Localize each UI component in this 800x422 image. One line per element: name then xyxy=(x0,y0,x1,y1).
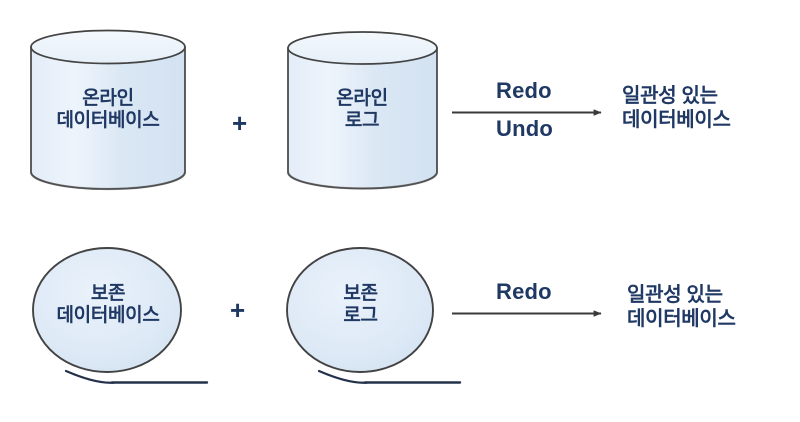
online-row-plus-operator: + xyxy=(232,108,248,138)
online-database-label: 온라인 데이터베이스 xyxy=(30,88,186,133)
archive-database-label-line1: 보존 xyxy=(90,283,126,304)
archive-log-label-line1: 보존 xyxy=(343,283,378,304)
archive-result-label: 일관성 있는 데이터베이스 xyxy=(627,283,736,332)
archive-database-label: 보존 데이터베이스 xyxy=(33,283,183,328)
redo-label-top: Redo xyxy=(496,78,552,103)
online-result-line1: 일관성 있는 xyxy=(622,85,718,107)
online-log-label-line1: 온라인 xyxy=(336,88,388,109)
archive-result-line2: 데이터베이스 xyxy=(627,308,736,331)
online-result-line2: 데이터베이스 xyxy=(622,109,731,132)
online-database-label-line2: 데이터베이스 xyxy=(56,110,160,132)
archive-row-plus-operator: + xyxy=(230,295,246,325)
archive-log-label: 보존 로그 xyxy=(287,283,434,328)
online-log-label-line2: 로그 xyxy=(344,110,380,132)
online-database-label-line1: 온라인 xyxy=(82,88,134,109)
online-log-label: 온라인 로그 xyxy=(287,88,437,133)
archive-database-label-line2: 데이터베이스 xyxy=(56,305,160,327)
redo-label-bottom: Redo xyxy=(496,279,552,304)
online-result-label: 일관성 있는 데이터베이스 xyxy=(622,84,731,133)
undo-label-top: Undo xyxy=(496,116,554,141)
archive-result-line1: 일관성 있는 xyxy=(627,284,723,306)
archive-log-label-line2: 로그 xyxy=(343,305,378,327)
